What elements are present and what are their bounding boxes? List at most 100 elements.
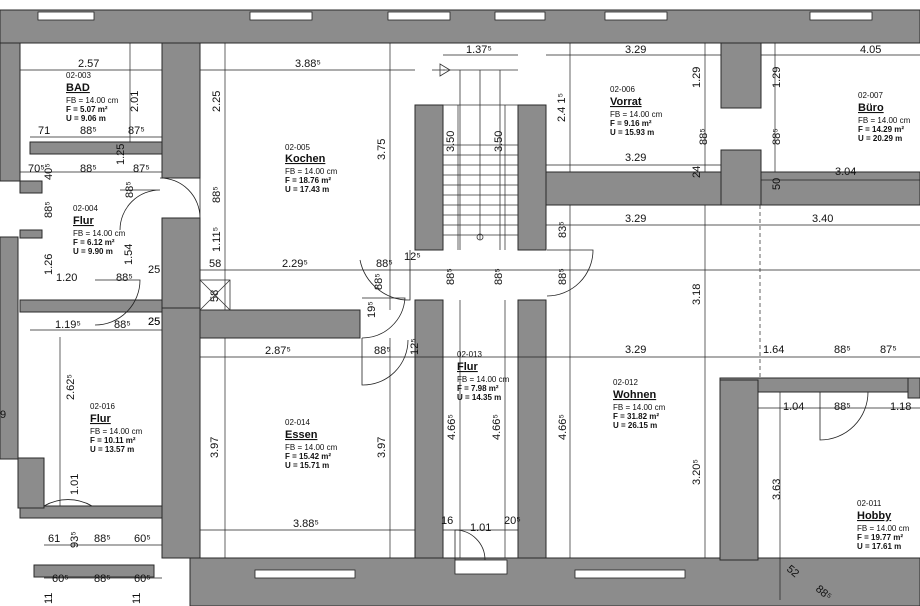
room-buero: 02-007 Büro FB = 14.00 cm F = 14.29 m² U…: [858, 91, 911, 143]
svg-text:U = 9.06 m: U = 9.06 m: [66, 114, 106, 123]
dim-label: 3.18: [691, 284, 703, 305]
svg-text:Essen: Essen: [285, 429, 318, 441]
staircase: [432, 63, 518, 250]
dim-label: 20⁵: [504, 515, 521, 527]
dim-label: 1.20: [56, 272, 77, 284]
svg-text:FB = 14.00 cm: FB = 14.00 cm: [73, 229, 126, 238]
dim-label: 3.40: [812, 213, 833, 225]
dim-label: 1.64: [763, 344, 784, 356]
room-flur-013: 02-013 Flur FB = 14.00 cm F = 7.98 m² U …: [457, 350, 510, 402]
dim-label: 3.04: [835, 166, 856, 178]
dim-label: 3.29: [625, 213, 646, 225]
dim-label: 1.26: [43, 254, 55, 275]
svg-text:U = 13.57 m: U = 13.57 m: [90, 445, 134, 454]
dim-label: 58: [209, 290, 221, 302]
dim-label: 60⁵: [134, 573, 151, 585]
dim-label: 70⁵: [28, 163, 45, 175]
dim-label: 2.29⁵: [282, 258, 308, 270]
svg-text:F = 18.76 m²: F = 18.76 m²: [285, 176, 331, 185]
svg-text:BAD: BAD: [66, 82, 90, 94]
dim-label: 4.66⁵: [557, 414, 569, 440]
dim-label: 88⁵: [43, 201, 55, 218]
dim-label: 2.4 1⁵: [556, 93, 568, 122]
svg-text:Vorrat: Vorrat: [610, 96, 642, 108]
dim-label: 1.11⁵: [211, 227, 223, 252]
dim-label: 25: [148, 316, 160, 328]
dim-label: 88⁵: [211, 186, 223, 203]
room-flur-016: 02-016 Flur FB = 14.00 cm F = 10.11 m² U…: [90, 402, 143, 454]
svg-text:02-005: 02-005: [285, 143, 310, 152]
dim-label: 93⁵: [69, 531, 81, 548]
dim-label: 25: [148, 264, 160, 276]
svg-text:F = 9.16 m²: F = 9.16 m²: [610, 119, 652, 128]
svg-text:02-012: 02-012: [613, 378, 638, 387]
dim-label: 88⁵: [557, 268, 569, 285]
svg-text:Flur: Flur: [73, 215, 94, 227]
dim-label: 16: [441, 515, 453, 527]
svg-text:FB = 14.00 cm: FB = 14.00 cm: [285, 443, 338, 452]
dim-label: 88⁵: [116, 272, 133, 284]
dim-label: 2.01: [129, 91, 141, 112]
dim-label: 60⁵: [52, 573, 69, 585]
dim-label: 3.97: [376, 437, 388, 458]
dim-label: 61: [48, 533, 60, 545]
svg-text:FB = 14.00 cm: FB = 14.00 cm: [66, 96, 119, 105]
svg-text:FB = 14.00 cm: FB = 14.00 cm: [285, 167, 338, 176]
room-kochen: 02-005 Kochen FB = 14.00 cm F = 18.76 m²…: [285, 143, 338, 194]
svg-text:02-014: 02-014: [285, 418, 310, 427]
dim-label: 25: [148, 316, 160, 328]
svg-text:FB = 14.00 cm: FB = 14.00 cm: [613, 403, 666, 412]
dim-label: 4.66⁵: [491, 414, 503, 440]
svg-text:F = 31.82 m²: F = 31.82 m²: [613, 412, 659, 421]
dim-label: 12⁵: [409, 338, 421, 355]
dim-label: 1.54: [123, 244, 135, 265]
svg-text:U = 14.35 m: U = 14.35 m: [457, 393, 501, 402]
dim-label: 1.01: [69, 474, 81, 495]
dim-label: 3.50: [445, 131, 457, 152]
svg-text:FB = 14.00 cm: FB = 14.00 cm: [858, 116, 911, 125]
room-vorrat: 02-006 Vorrat FB = 14.00 cm F = 9.16 m² …: [610, 85, 663, 137]
doors: [43, 177, 869, 561]
svg-text:02-003: 02-003: [66, 71, 91, 80]
dim-label: 88⁵: [373, 273, 385, 290]
svg-text:FB = 14.00 cm: FB = 14.00 cm: [90, 427, 143, 436]
svg-text:F = 15.42 m²: F = 15.42 m²: [285, 452, 331, 461]
dimension-labels: 2.57 3.88⁵ 1.37⁵ 3.29 4.05 2.01 2.25 3.7…: [0, 44, 911, 604]
svg-text:F = 14.29 m²: F = 14.29 m²: [858, 125, 904, 134]
dim-label: 50: [771, 178, 783, 190]
room-bad: 02-003 BAD FB = 14.00 cm F = 5.07 m² U =…: [66, 71, 119, 123]
svg-text:U = 26.15 m: U = 26.15 m: [613, 421, 657, 430]
dim-label: 3.63: [771, 479, 783, 500]
svg-text:02-016: 02-016: [90, 402, 115, 411]
dim-label: 88⁵: [834, 344, 851, 356]
svg-text:Flur: Flur: [90, 413, 111, 425]
dim-label: 11: [43, 593, 55, 604]
svg-text:F = 19.77 m²: F = 19.77 m²: [857, 533, 903, 542]
svg-text:Wohnen: Wohnen: [613, 389, 656, 401]
dim-label: 88⁵: [771, 128, 783, 145]
dim-label: 88⁵: [374, 345, 391, 357]
dim-label: 2.57: [78, 58, 99, 70]
dim-label: 88⁵: [80, 163, 97, 175]
room-essen: 02-014 Essen FB = 14.00 cm F = 15.42 m² …: [285, 418, 338, 470]
svg-text:U = 17.61 m: U = 17.61 m: [857, 542, 901, 551]
dim-label: 3.88⁵: [293, 518, 319, 530]
dim-label: 88⁵: [80, 125, 97, 137]
dim-label: 1.29: [691, 67, 703, 88]
svg-text:U = 15.93 m: U = 15.93 m: [610, 128, 654, 137]
dim-label: 88⁵: [698, 128, 710, 145]
dim-label: 40⁵: [43, 163, 55, 180]
dim-label: 19⁵: [366, 301, 378, 318]
dim-label: 4.66⁵: [446, 414, 458, 440]
svg-text:F = 7.98 m²: F = 7.98 m²: [457, 384, 499, 393]
svg-text:02-007: 02-007: [858, 91, 883, 100]
dim-label: 12⁵: [404, 251, 421, 263]
dim-label: 3.29: [625, 152, 646, 164]
dim-label: 1.37⁵: [466, 44, 492, 56]
svg-text:02-004: 02-004: [73, 204, 98, 213]
svg-text:FB = 14.00 cm: FB = 14.00 cm: [457, 375, 510, 384]
dim-label: 3.97: [209, 437, 221, 458]
dim-label: 88⁵: [94, 573, 111, 585]
windows: [37, 11, 873, 579]
dim-label: 1.25: [115, 144, 127, 165]
